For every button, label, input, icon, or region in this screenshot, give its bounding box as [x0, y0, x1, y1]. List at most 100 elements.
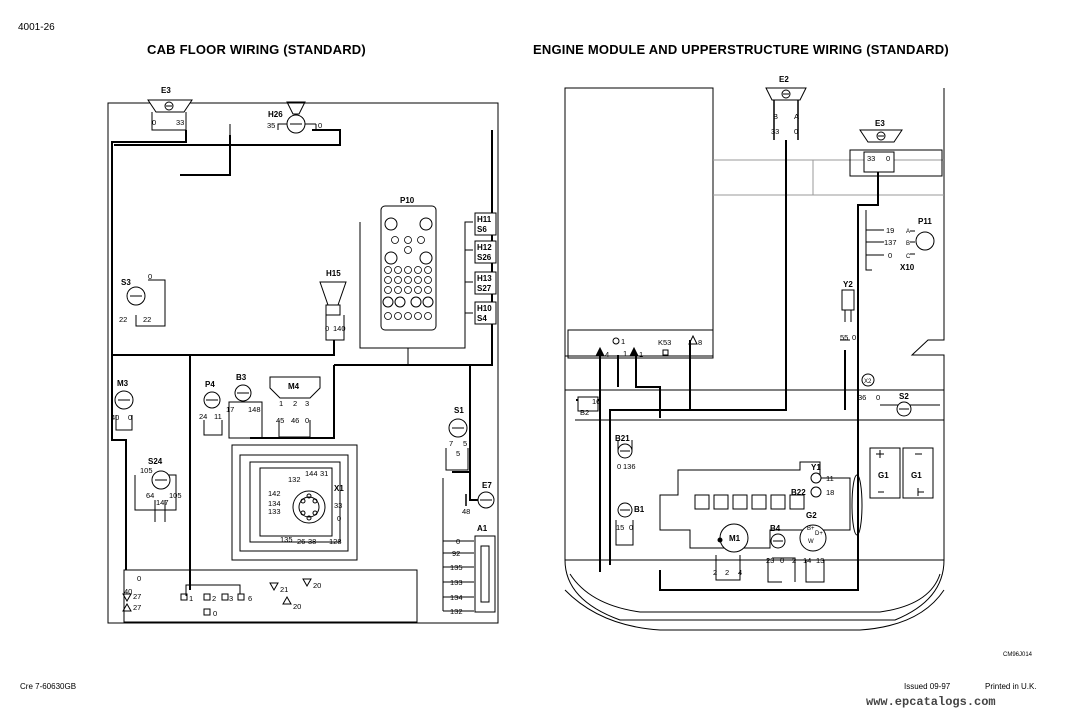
y2-solenoid — [841, 289, 855, 322]
b2-pin: 16 — [592, 397, 600, 406]
a1-pin: 135 — [450, 563, 463, 572]
m3-label: M3 — [117, 379, 129, 388]
x10-label: X10 — [900, 263, 915, 272]
ground-ref: 20 — [293, 602, 301, 611]
m4-pin: 46 — [291, 416, 299, 425]
b4-sensor — [770, 533, 786, 549]
s24-switch — [151, 470, 171, 490]
y1-solenoid — [810, 472, 822, 484]
y1-label: Y1 — [811, 463, 821, 472]
e3-pin: 33 — [867, 154, 875, 163]
s26-label: S26 — [477, 253, 492, 262]
switch-boxes — [474, 212, 497, 325]
p11-pin: 137 — [884, 238, 897, 247]
s1-pin: 7 — [449, 439, 453, 448]
b4-pin: 2 — [792, 556, 796, 565]
ground-ref: 20 — [313, 581, 321, 590]
s2-pin: 36 — [858, 393, 866, 402]
e3-work-lamp — [147, 99, 193, 131]
s24-pin: 105 — [169, 491, 182, 500]
b22-sensor — [810, 486, 822, 498]
s4-label: S4 — [477, 314, 487, 323]
s1-pin: 5 — [463, 439, 467, 448]
bottom-pin: 40 — [124, 587, 132, 596]
cab-floor-title: CAB FLOOR WIRING (STANDARD) — [147, 42, 366, 57]
reference-label: 1 — [639, 350, 643, 359]
g2-pin: 14 — [803, 556, 811, 565]
s24-pin: 147 — [156, 498, 169, 507]
a1-pin: 134 — [450, 593, 463, 602]
m4-pin: 3 — [305, 399, 309, 408]
m1-pin: 4 — [738, 568, 742, 577]
g2-label: G2 — [806, 511, 817, 520]
printed-in: Printed in U.K. — [985, 682, 1037, 691]
b21-pin: 136 — [623, 462, 636, 471]
engine-module-title: ENGINE MODULE AND UPPERSTRUCTURE WIRING … — [533, 42, 949, 57]
h15-label: H15 — [326, 269, 341, 278]
h12-label: H12 — [477, 243, 492, 252]
bottom-pin: 0 — [137, 574, 141, 583]
y2-pin: 0 — [852, 333, 856, 342]
s6-label: S6 — [477, 225, 487, 234]
s2-switch — [896, 401, 912, 417]
b22-label: B22 — [791, 488, 806, 497]
m1-starter-motor — [717, 523, 749, 553]
b3-label: B3 — [236, 373, 247, 382]
g2-pin: B+ — [807, 526, 815, 532]
b22-pin: 18 — [826, 488, 834, 497]
p4-label: P4 — [205, 380, 215, 389]
watermark: www.epcatalogs.com — [866, 695, 996, 709]
s24-pin: 64 — [146, 491, 154, 500]
s2-pin: 0 — [876, 393, 880, 402]
g2-pin: 13 — [816, 556, 824, 565]
h15-pin: 0 — [325, 324, 329, 333]
x1-pin: 134 — [268, 499, 281, 508]
reference-label: 4 — [605, 350, 609, 359]
h26-pin: 35 — [267, 121, 275, 130]
k53-label: K53 — [658, 338, 671, 347]
s2-label: S2 — [899, 392, 909, 401]
diagram-code: CM96J014 — [1003, 652, 1033, 658]
b21-label: B21 — [615, 434, 630, 443]
h26-horn — [229, 101, 317, 135]
s24-pin: 105 — [140, 466, 153, 475]
cab-floor-wiring-diagram: E3 0 33 H26 35 0 — [107, 86, 499, 624]
heavy-wiring — [111, 129, 493, 590]
s1-label: S1 — [454, 406, 464, 415]
x1-pin: 0 — [337, 514, 341, 523]
b21-sensor — [617, 443, 633, 459]
engine-block — [659, 461, 863, 549]
reference-label: 1 — [621, 337, 625, 346]
a1-module — [442, 478, 496, 613]
x1-pin: 142 — [268, 489, 281, 498]
m4-motor — [269, 376, 321, 399]
b3-sensor — [228, 384, 263, 416]
e2-pin: B — [773, 112, 778, 121]
x1-pin: 33 — [334, 501, 342, 510]
y1-pin: 11 — [826, 474, 834, 483]
grey-outlines — [713, 159, 944, 196]
ground-ref: 27 — [133, 592, 141, 601]
issued-date: Issued 09-97 — [904, 682, 951, 691]
b1-label: B1 — [634, 505, 645, 514]
a1-pin: 0 — [456, 537, 460, 546]
reference-label: 1 — [623, 349, 627, 358]
b1-pin: 0 — [629, 523, 633, 532]
a1-label: A1 — [477, 524, 488, 533]
b4-pin: 0 — [780, 556, 784, 565]
h13-label: H13 — [477, 274, 492, 283]
bottom-pin: 1 — [189, 594, 193, 603]
m3-motor — [114, 390, 134, 410]
document-code: Cre 7-60630GB — [20, 682, 77, 691]
x1-pin: 132 — [288, 475, 301, 484]
e2-lamp — [765, 87, 807, 140]
thin-wiring — [115, 221, 473, 522]
reference-label: 8 — [698, 338, 702, 347]
bottom-pin: 2 — [212, 594, 216, 603]
p11-label: P11 — [918, 217, 932, 226]
s1-switch — [448, 418, 468, 438]
s1-pin: 5 — [456, 449, 460, 458]
g2-pin: W — [808, 539, 814, 545]
g2-alternator — [799, 524, 827, 552]
e2-pin: 0 — [794, 127, 798, 136]
